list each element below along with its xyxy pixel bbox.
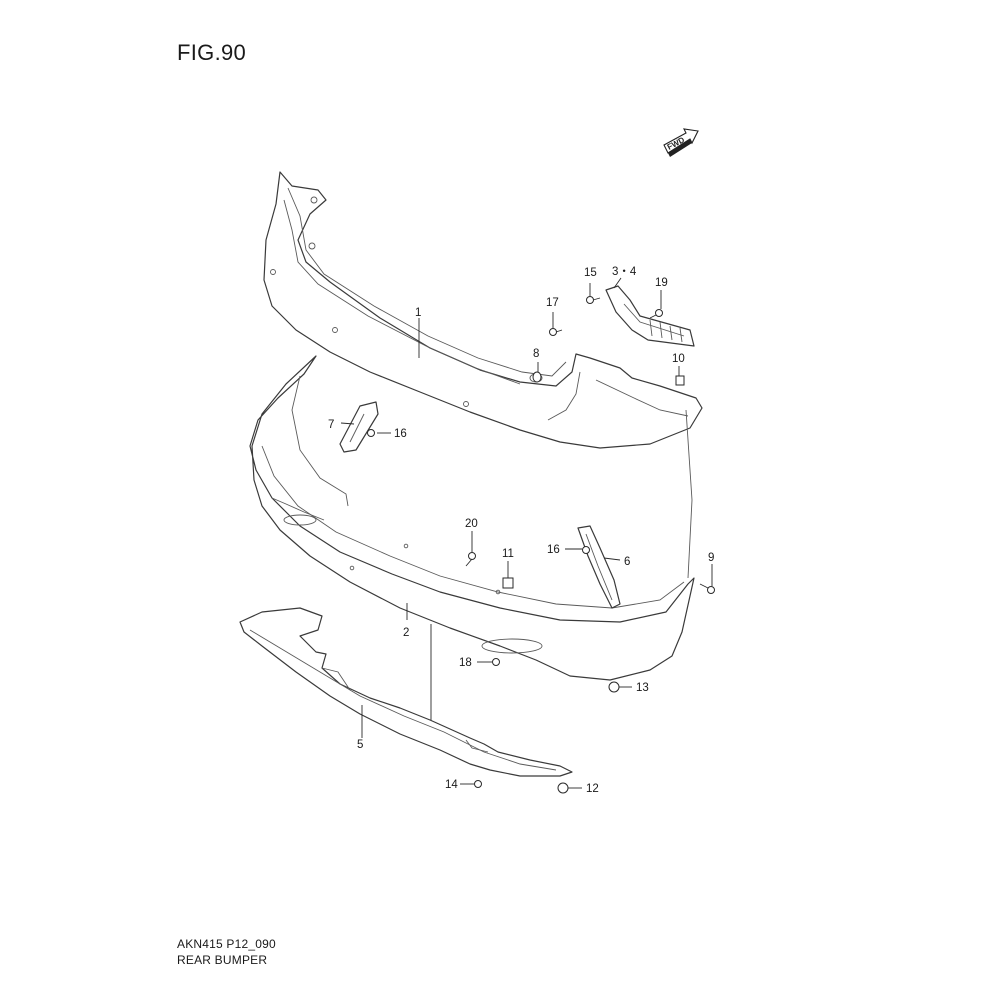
callout-13: 13 [636, 682, 649, 694]
bolt-16-left-icon [367, 429, 375, 437]
nut-13-icon [608, 681, 620, 693]
figure-title: FIG.90 [177, 40, 247, 65]
callout-16-left: 16 [394, 428, 407, 440]
callout-18: 18 [459, 657, 472, 669]
side-bracket [605, 285, 695, 347]
fasteners [367, 296, 715, 794]
clip-10-icon [675, 375, 685, 386]
nut-12-icon [557, 782, 569, 794]
bolt-16-right-icon [582, 546, 590, 554]
right-bracket [577, 525, 621, 609]
callout-10: 10 [672, 353, 685, 365]
callout-12: 12 [586, 783, 599, 795]
callout-6: 6 [624, 556, 630, 568]
nut-11-icon [502, 577, 514, 589]
bolt-14-icon [474, 780, 482, 788]
bolt-18-icon [492, 658, 500, 666]
fwd-arrow-icon: FWD [663, 128, 699, 157]
callout-17: 17 [546, 297, 559, 309]
left-bracket [339, 401, 379, 453]
callout-14: 14 [445, 779, 458, 791]
callout-1: 1 [415, 307, 421, 319]
lower-under-cover [239, 607, 573, 777]
callout-15: 15 [584, 267, 597, 279]
callout-5: 5 [357, 739, 363, 751]
plug-8-icon [532, 371, 542, 383]
screw-9-icon [699, 583, 715, 594]
callout-7: 7 [328, 419, 334, 431]
callout-19: 19 [655, 277, 668, 289]
callout-2: 2 [403, 627, 409, 639]
callout-8: 8 [533, 348, 539, 360]
bolt-17-icon [549, 328, 563, 336]
lower-bumper-fascia [249, 355, 695, 681]
callout-labels: 1 2 3・4 5 6 7 8 9 10 11 12 13 14 15 16 1… [328, 266, 714, 795]
callout-16-right: 16 [547, 544, 560, 556]
callout-9: 9 [708, 552, 714, 564]
callout-20: 20 [465, 518, 478, 530]
callout-11: 11 [502, 548, 514, 560]
screw-20-icon [465, 552, 476, 567]
callout-3-4: 3・4 [612, 266, 637, 278]
bolt-15-icon [586, 296, 601, 304]
screw-19-icon [649, 309, 663, 319]
figure-code: AKN415 P12_090 [177, 937, 276, 951]
leader-lines [340, 277, 713, 789]
figure-name: REAR BUMPER [177, 953, 268, 967]
